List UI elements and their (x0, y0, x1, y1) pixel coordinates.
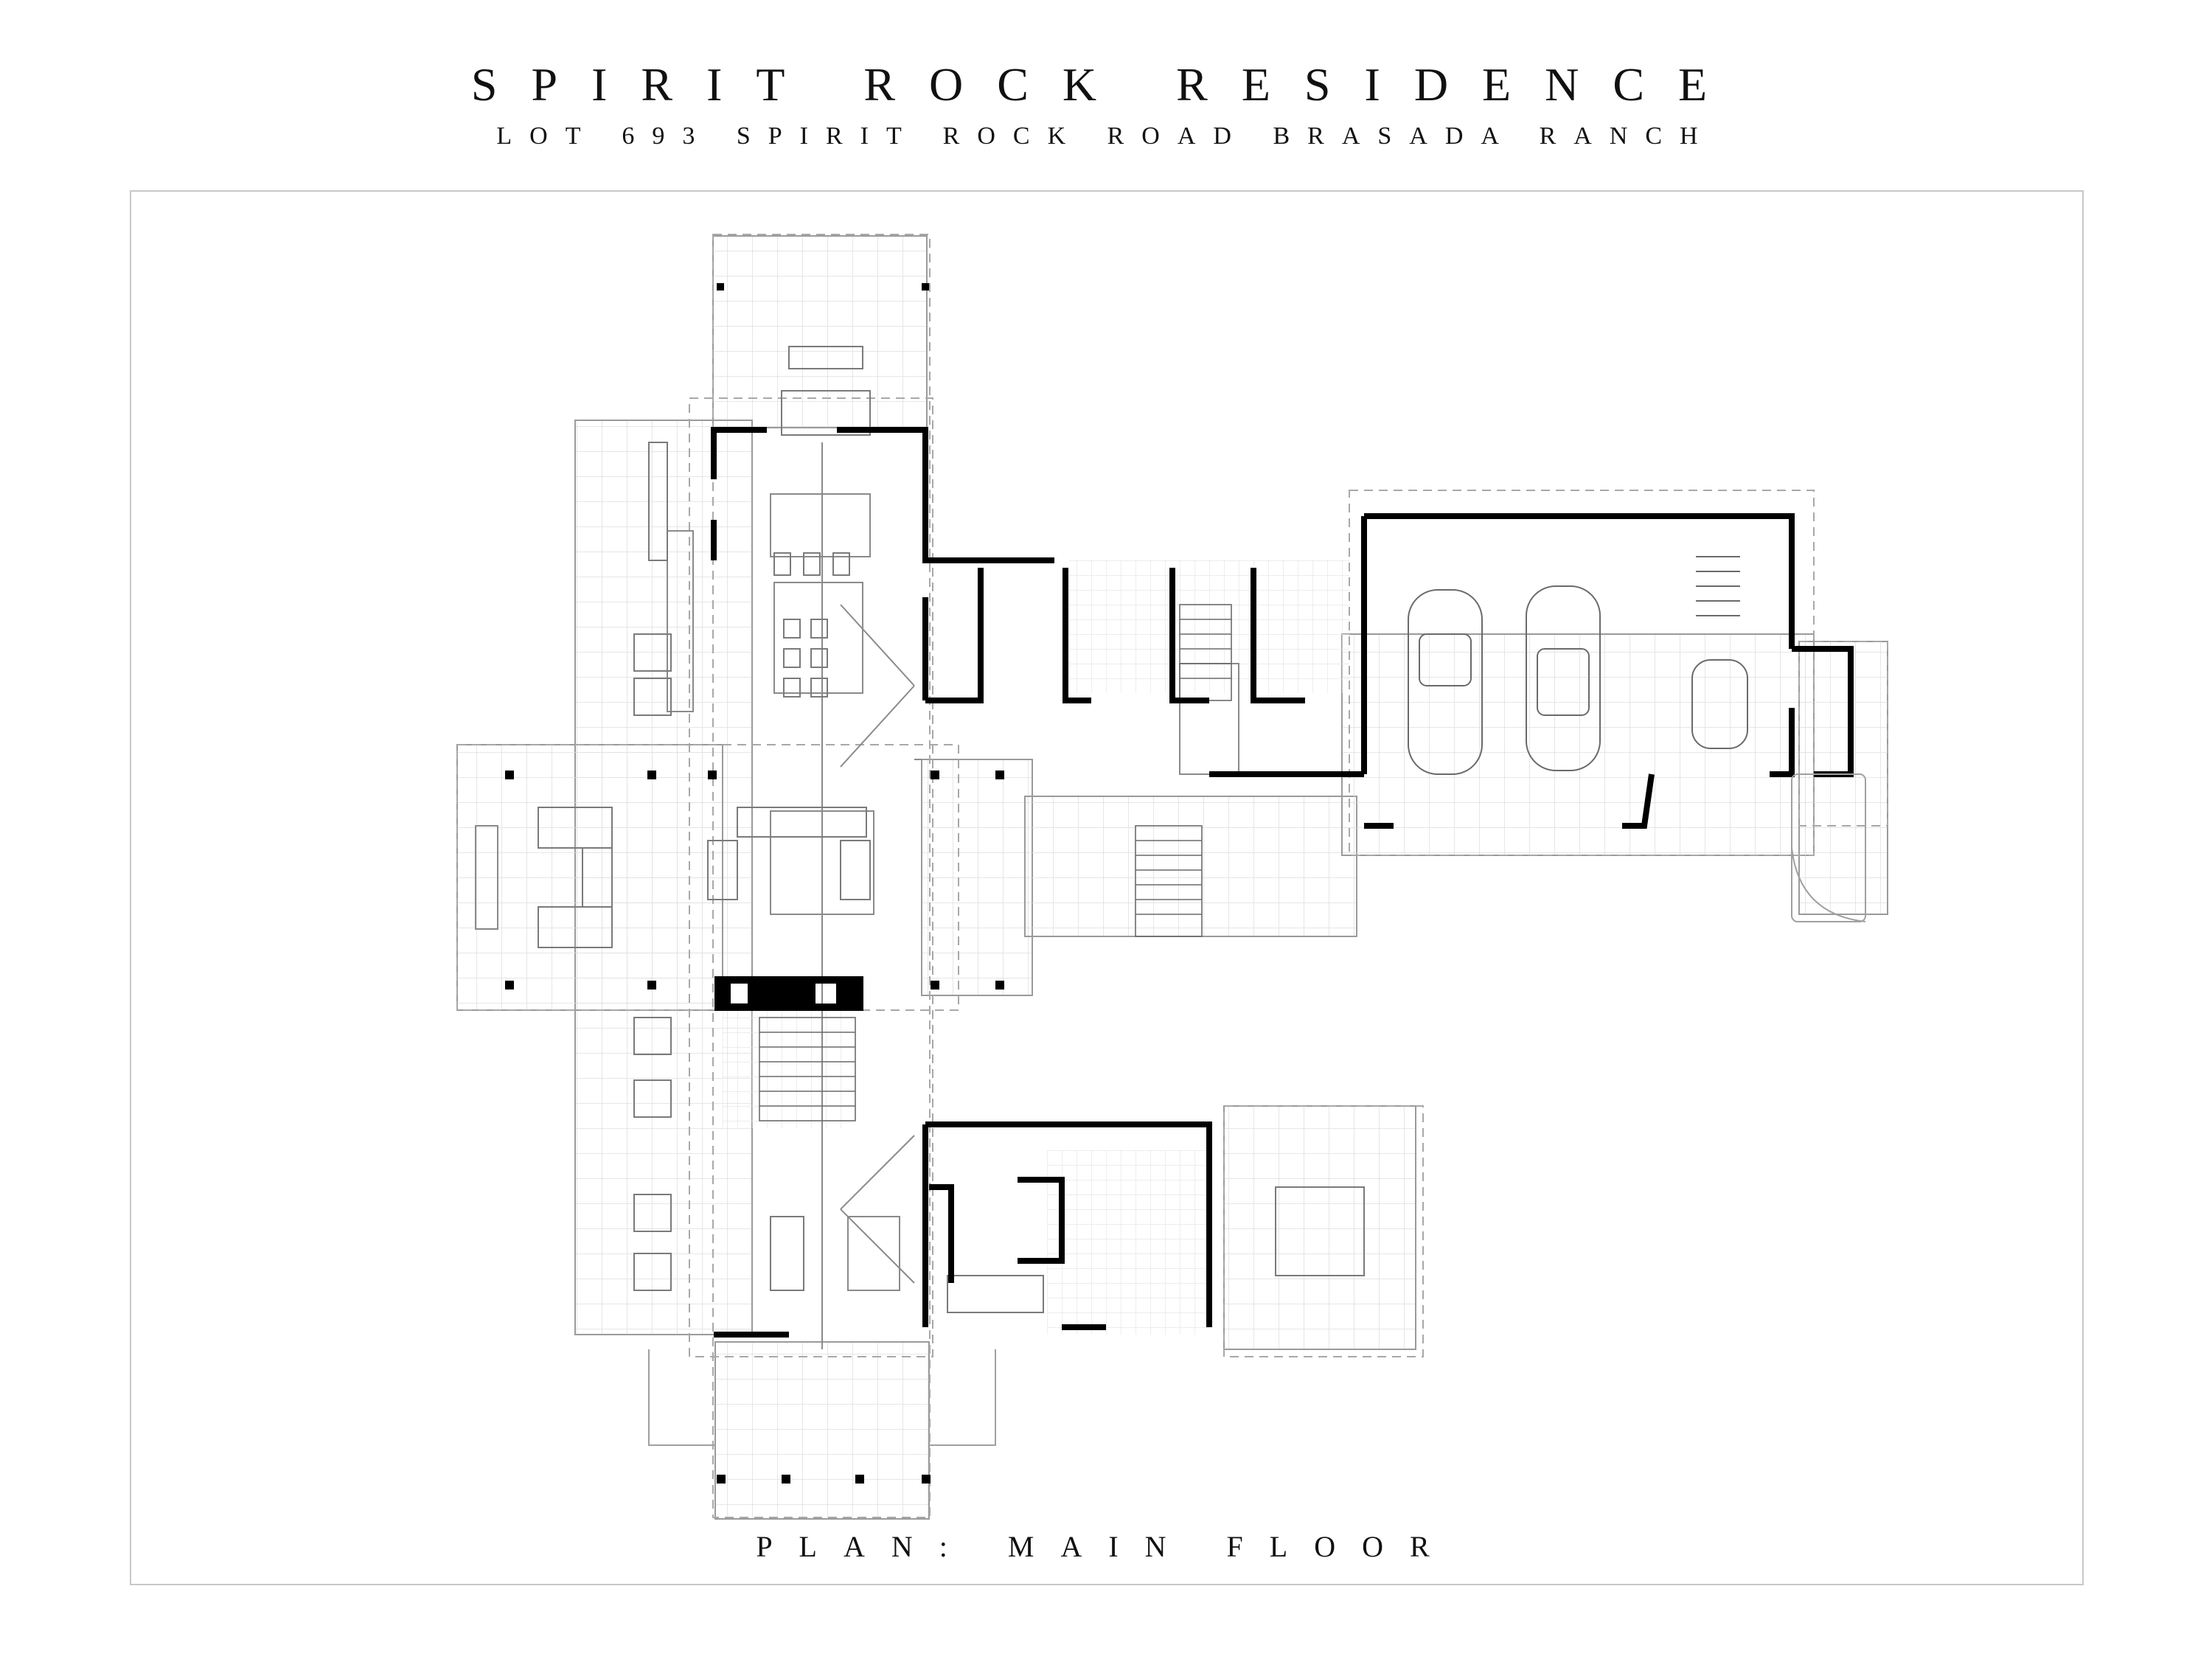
roof-outline (456, 234, 1888, 1518)
drawing-frame (130, 190, 2084, 1585)
interior-floors (723, 560, 1349, 1335)
columns (505, 283, 1004, 1484)
interior-lines (475, 442, 1239, 1349)
drawing-subtitle: LOT 693 SPIRIT ROCK ROAD BRASADA RANCH (496, 122, 1716, 150)
terraces (456, 235, 1888, 1520)
stairs (759, 604, 1232, 1121)
walls (711, 427, 1854, 1338)
furniture (538, 346, 1365, 1313)
garage-vehicles (1408, 556, 1748, 775)
fireplace (714, 976, 863, 1011)
drawing-title: SPIRIT ROCK RESIDENCE (470, 58, 1742, 111)
entry-deck (648, 773, 1866, 1446)
plan-label: PLAN: MAIN FLOOR (756, 1530, 1456, 1563)
